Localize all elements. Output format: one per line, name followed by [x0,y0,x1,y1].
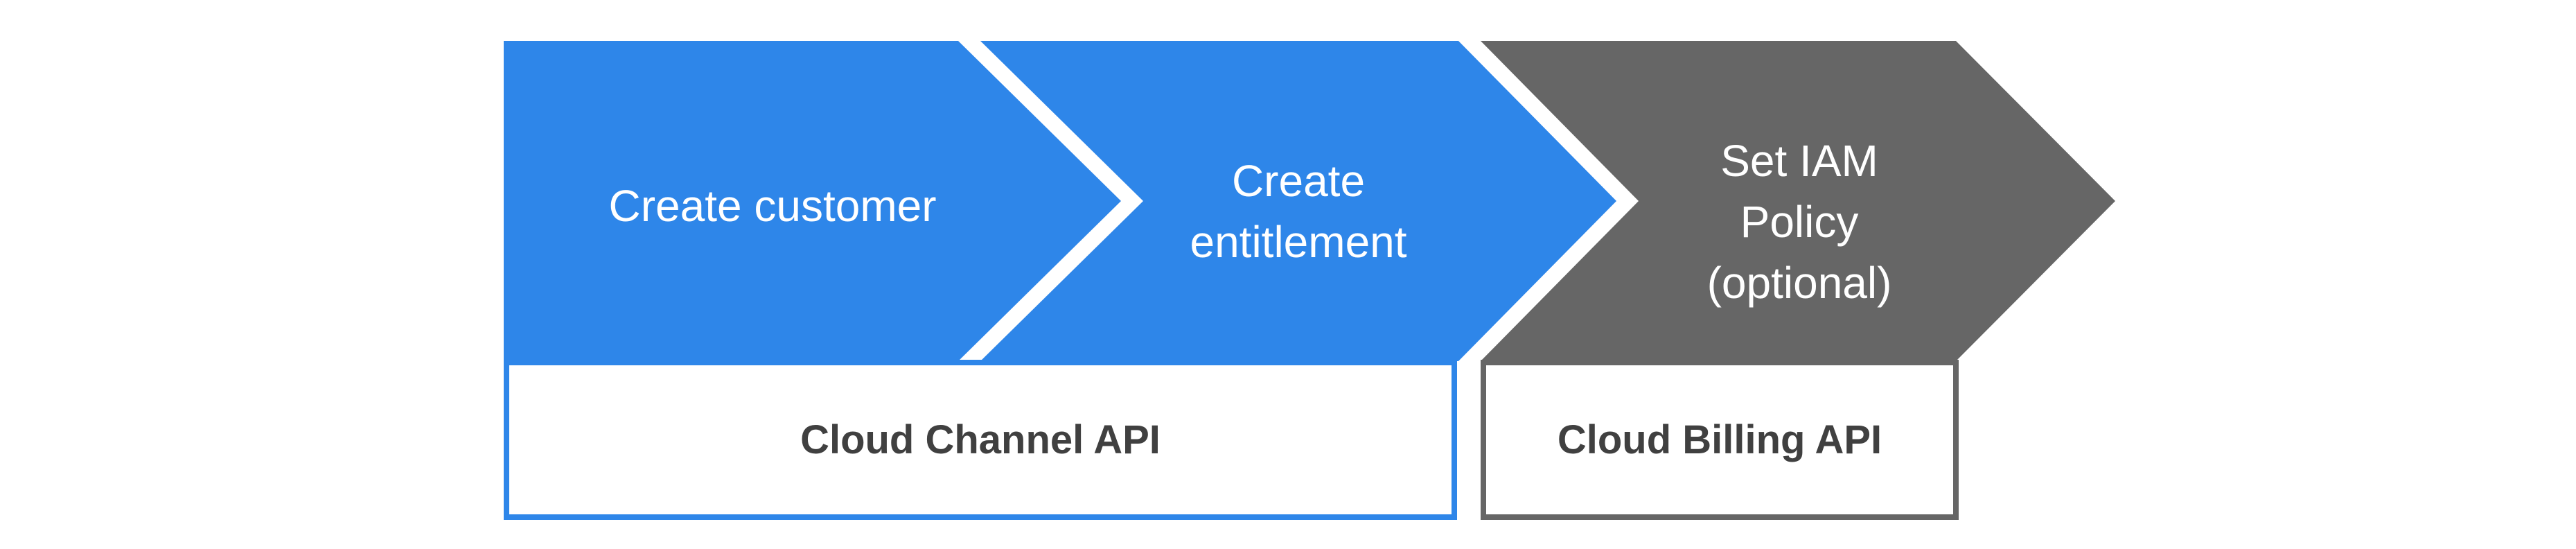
api-box-cloud-channel: Cloud Channel API [504,360,1457,520]
api-box-label: Cloud Channel API [800,417,1161,462]
api-box-cloud-billing: Cloud Billing API [1481,360,1959,520]
step-label-create-entitlement: Create entitlement [1190,150,1406,272]
step-label-line: Create [1231,156,1366,206]
step-label-create-customer: Create customer [608,175,936,236]
step-label-line: Set IAM [1720,136,1878,186]
step-label-set-iam-policy: Set IAM Policy (optional) [1707,130,1892,313]
step-label-line: entitlement [1190,217,1407,267]
step-label-line: Policy [1740,197,1859,247]
step-label-line: Create customer [608,181,937,231]
api-box-label: Cloud Billing API [1557,417,1882,462]
step-label-line: (optional) [1706,258,1892,308]
